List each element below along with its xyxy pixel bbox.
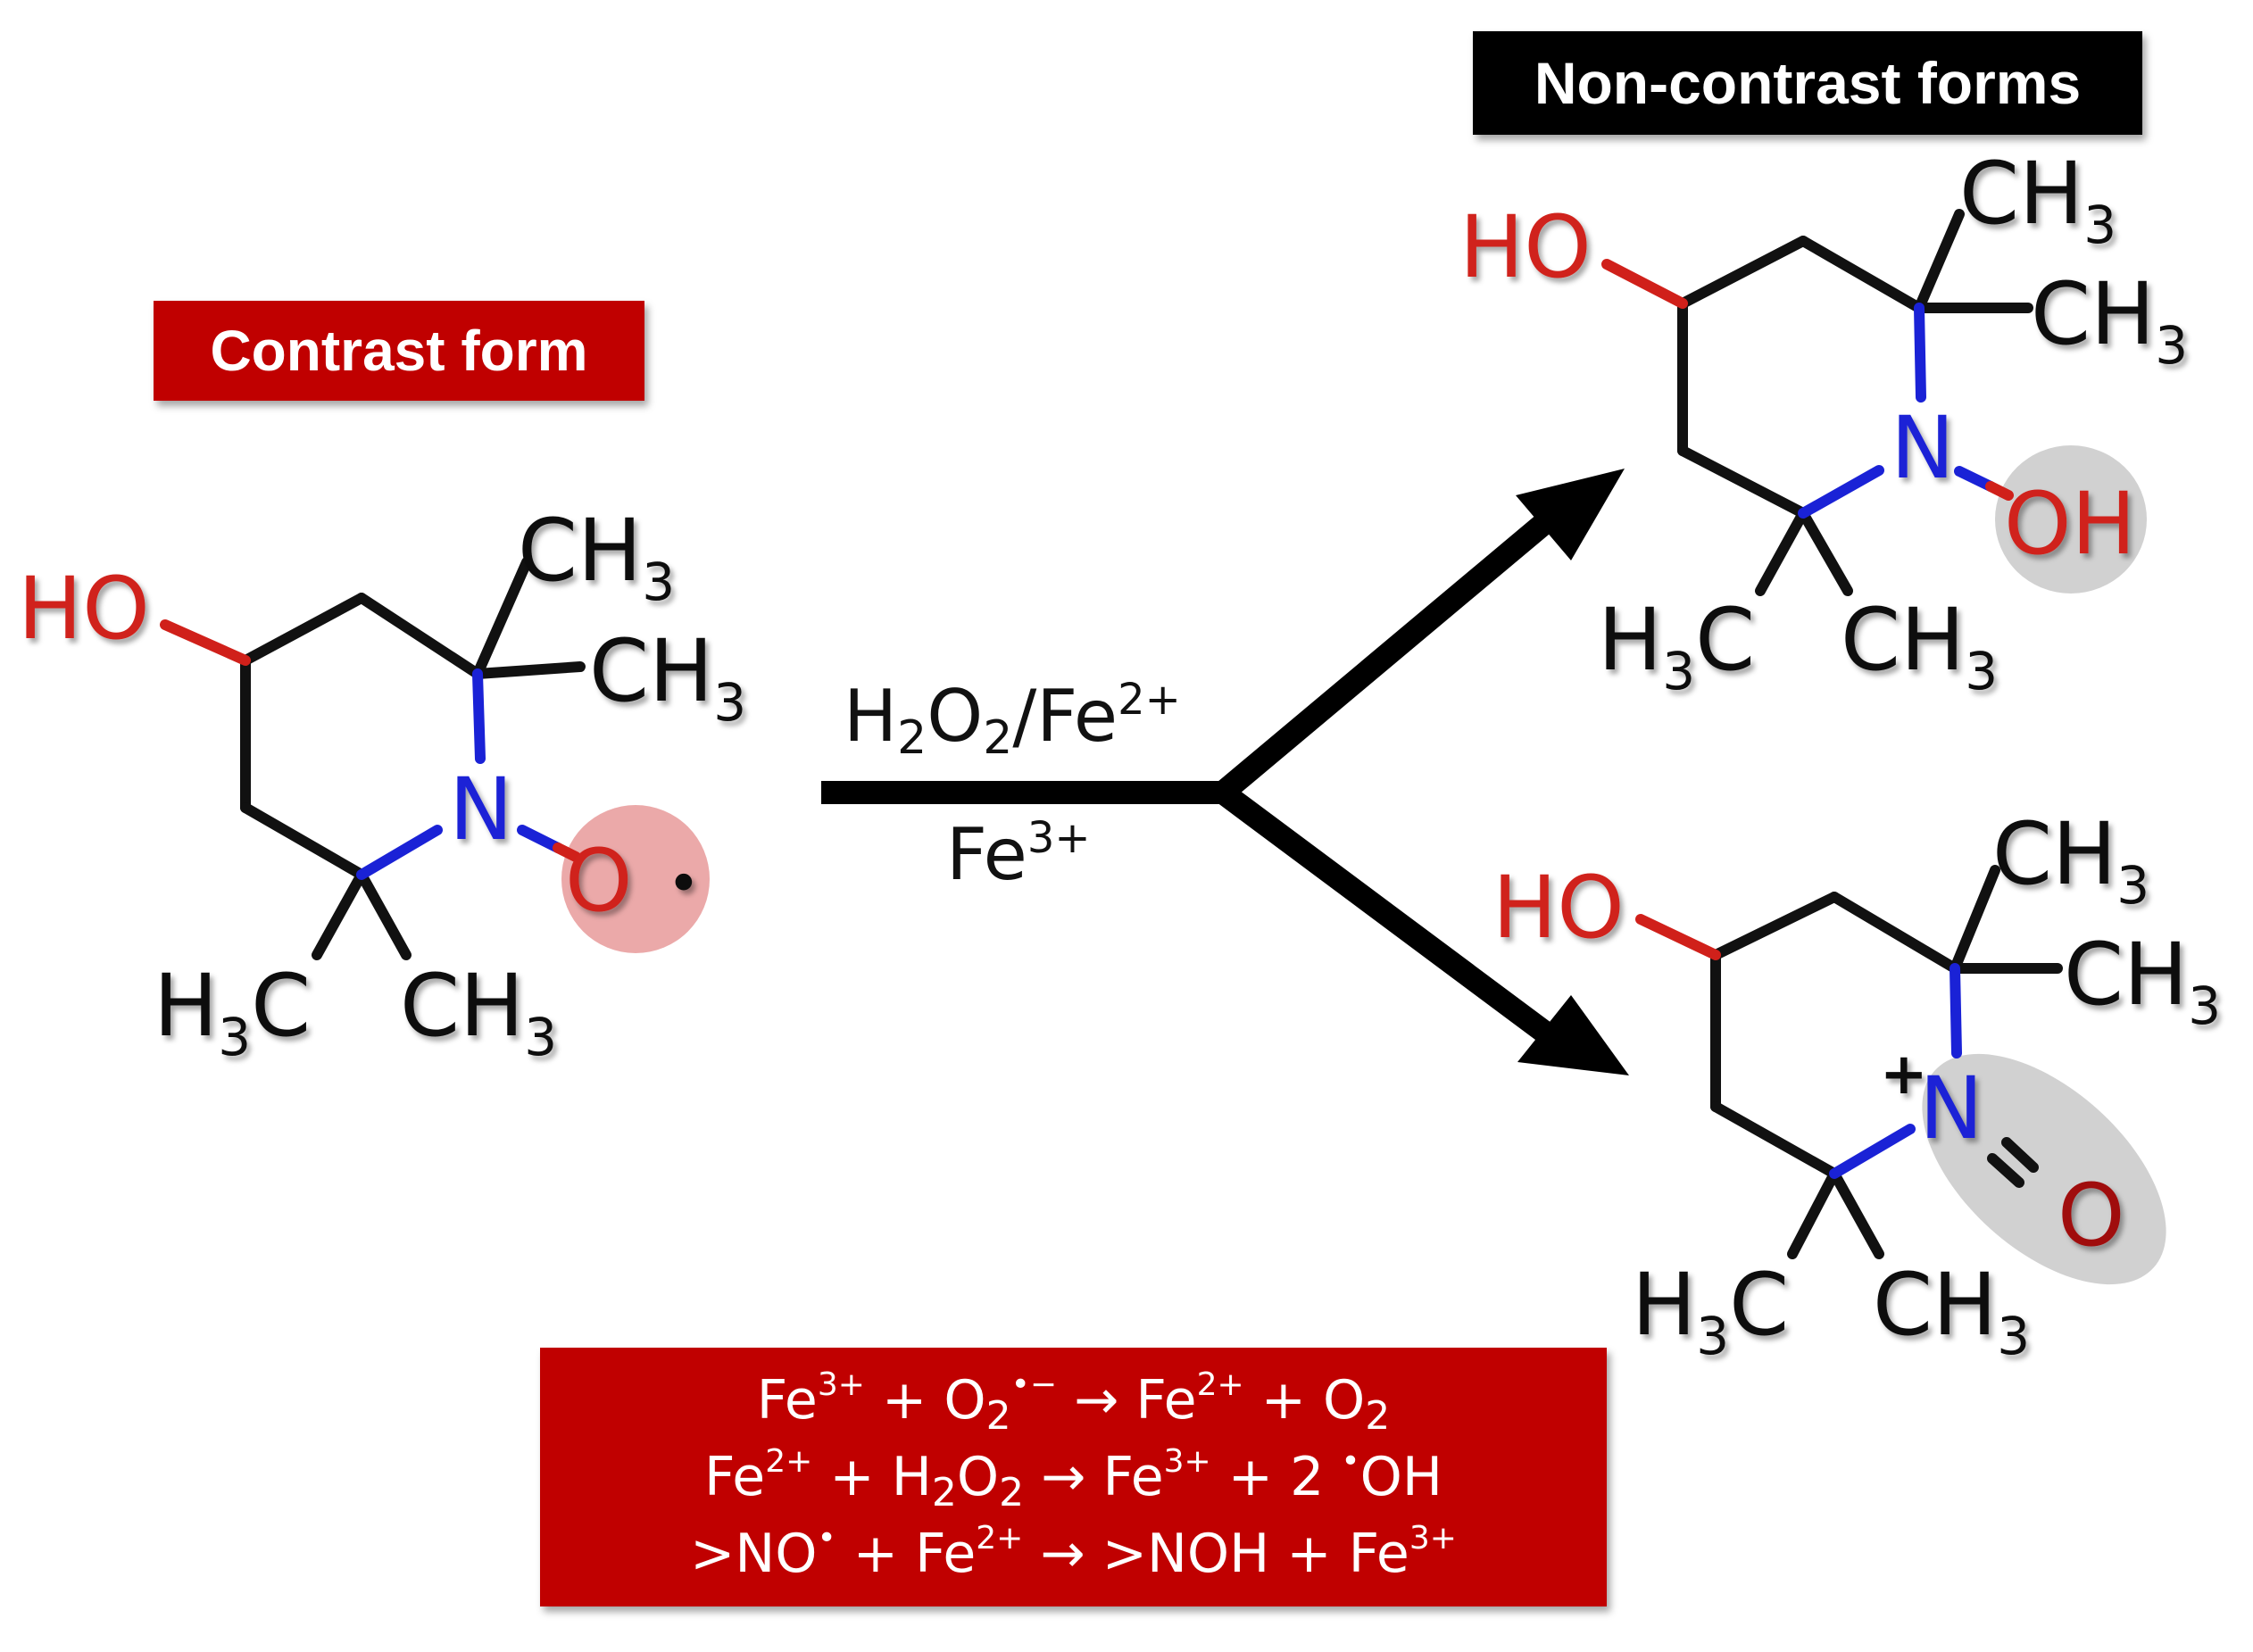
arrowhead-down xyxy=(1517,995,1629,1075)
tempol-radical-molecule: HO CH3 CH3 N O • H3C CH3 xyxy=(18,501,746,1067)
oxoammonium-highlight xyxy=(1922,1053,2166,1285)
hydroxyl-label: HO xyxy=(18,559,150,659)
equation-line: Fe3+ + O2•− → Fe2+ + O2 xyxy=(756,1366,1391,1439)
nitrogen-label: N xyxy=(1919,1058,1983,1158)
methyl-label: CH3 xyxy=(1873,1255,2030,1366)
contrast-form-label: Contrast form xyxy=(154,301,644,401)
reagent-labels: H2O2/Fe2+ Fe3+ xyxy=(844,675,1181,896)
nitrogen-label: N xyxy=(1891,398,1955,498)
methyl-label: H3C xyxy=(1632,1255,1789,1366)
methyl-label: CH3 xyxy=(1841,590,1998,701)
methyl-label: CH3 xyxy=(400,956,557,1067)
methyl-label: CH3 xyxy=(518,501,675,612)
methyl-label: H3C xyxy=(1598,590,1755,701)
methyl-label: CH3 xyxy=(2064,925,2221,1036)
methyl-label: H3C xyxy=(154,956,311,1067)
non-contrast-forms-label: Non-contrast forms xyxy=(1473,31,2142,135)
oxygen-label: O xyxy=(2058,1166,2125,1266)
arrowhead-up xyxy=(1516,469,1625,560)
reagent-top: H2O2/Fe2+ xyxy=(844,675,1181,765)
ring-bonds xyxy=(1710,865,2063,1259)
methyl-label: CH3 xyxy=(1959,144,2116,255)
reaction-equations-box: Fe3+ + O2•− → Fe2+ + O2 Fe2+ + H2O2 → Fe… xyxy=(540,1348,1607,1606)
hydroxyl-label: HO xyxy=(1459,197,1592,297)
equation-line: Fe2+ + H2O2 → Fe3+ + 2 •OH xyxy=(704,1443,1442,1515)
methyl-label: CH3 xyxy=(1992,804,2149,916)
hydroxylamine-molecule: HO CH3 CH3 N OH H3C CH3 xyxy=(1459,144,2188,701)
hydroxylamine-highlight xyxy=(1995,445,2147,594)
positive-charge: + xyxy=(1880,1042,1928,1108)
oxygen-label: O xyxy=(565,831,633,931)
radical-highlight xyxy=(561,805,710,953)
methyl-label: CH3 xyxy=(2031,264,2188,376)
oxoammonium-molecule: HO CH3 CH3 + N O H3C CH3 xyxy=(1492,804,2221,1366)
radical-dot: • xyxy=(667,851,701,917)
methyl-label: CH3 xyxy=(589,621,746,733)
reagent-bottom: Fe3+ xyxy=(946,813,1091,896)
ring-bonds xyxy=(240,557,586,960)
ring-bonds xyxy=(1677,209,2033,596)
hydroxyl-label: OH xyxy=(2004,474,2136,574)
equation-line: >NO• + Fe2+ → >NOH + Fe3+ xyxy=(690,1520,1457,1586)
reaction-arrow xyxy=(821,469,1629,1075)
hydroxyl-label: HO xyxy=(1492,858,1625,958)
nitrogen-label: N xyxy=(449,760,513,859)
